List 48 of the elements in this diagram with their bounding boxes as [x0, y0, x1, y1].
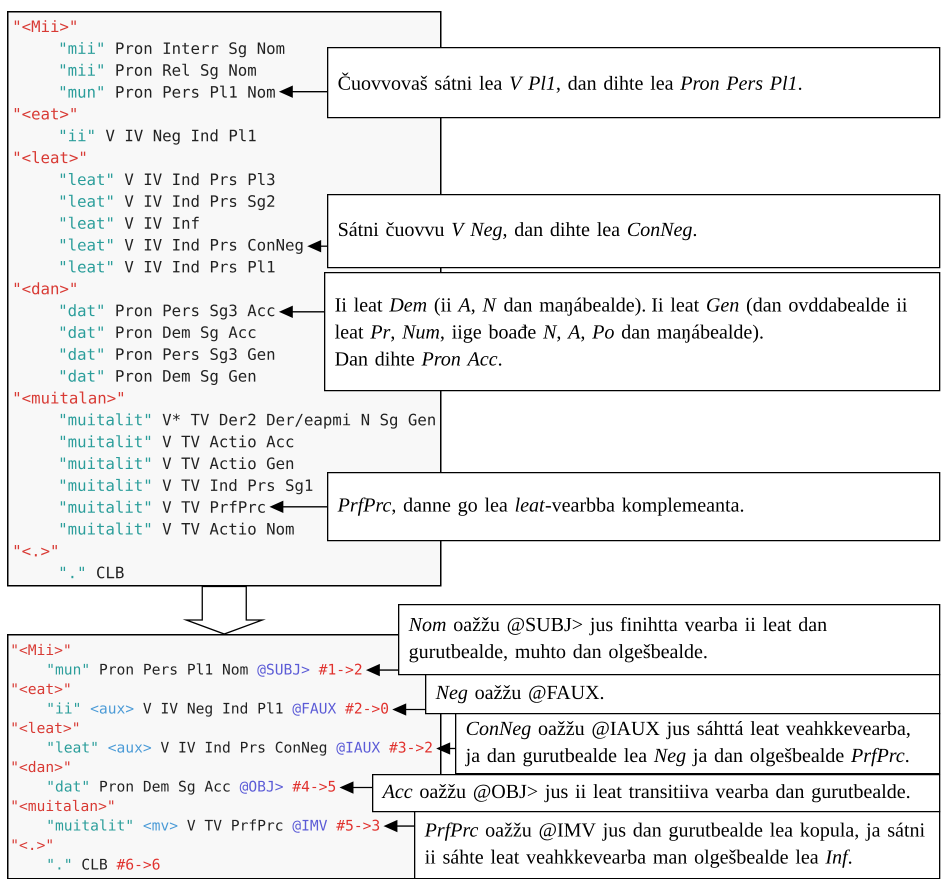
code-line: "<dan>" — [14, 282, 76, 294]
callout-box: Ii leat Dem (ii A, N dan maŋábealde). Ii leat Gen (dan ovddabealde ii leat Pr, Num, iige boađe N, A, Po dan maŋábealde). Dan dihte Pron Acc. — [324, 272, 940, 392]
code-line: "mii" Pron Interr Sg Nom — [60, 42, 284, 58]
code-line: "mun" Pron Pers Pl1 Nom — [60, 86, 275, 98]
code-line: "leat" V IV Ind Prs Pl3 — [60, 173, 274, 186]
code-line: "leat" V IV Ind Prs Sg2 — [60, 194, 274, 210]
code-line: "." CLB #6->6 — [48, 858, 160, 870]
code-line: "dat" Pron Pers Sg3 Gen — [60, 348, 274, 364]
code-line: "muitalit" V TV PrfPrc — [60, 500, 265, 513]
code-line: "muitalit" V* TV Der2 Der/eapmi N Sg Gen — [60, 413, 435, 429]
code-line: "<muitalan>" — [12, 800, 114, 812]
code-line: "leat" V IV Inf — [60, 216, 199, 229]
code-line: "<eat>" — [14, 108, 76, 120]
code-line: "muitalit" <mv> V TV PrfPrc @IMV #5->3 — [48, 819, 380, 833]
code-line: "<muitalan>" — [14, 392, 124, 404]
callout-box: Neg oažžu @FAUX. — [425, 674, 940, 714]
code-line: "<dan>" — [12, 760, 70, 772]
code-line: "muitalit" V TV Actio Gen — [60, 457, 294, 470]
code-line: "leat" V IV Ind Prs ConNeg — [60, 238, 302, 254]
callout-box: Čuovvovaš sátni lea V Pl1, dan dihte lea Pron Pers Pl1. — [327, 47, 940, 118]
callout-box: ConNeg oažžu @IAUX jus sáhttá leat veahkkevearba, ja dan gurutbealde lea Neg ja dan olgešbealde PrfPrc. — [455, 713, 940, 774]
code-line: "<.>" — [12, 839, 52, 850]
code-line: "mun" Pron Pers Pl1 Nom @SUBJ> #1->2 — [48, 663, 362, 677]
code-line: "dat" Pron Dem Sg Acc — [60, 326, 256, 342]
code-line: "ii" V IV Neg Ind Pl1 — [60, 129, 256, 145]
callout-box: Sátni čuovvu V Neg, dan dihte lea ConNeg. — [327, 194, 940, 268]
callout-box: PrfPrc oažžu @IMV jus dan gurutbealde lea kopula, ja sátni ii sáhte leat veahkkevearba man olgešbealde lea Inf. — [414, 811, 940, 879]
block-arrow — [182, 586, 266, 635]
code-line: "muitalit" V TV Actio Acc — [60, 435, 294, 448]
callout-box: Acc oažžu @OBJ> jus ii leat transitiiva vearba dan gurutbealde. — [372, 774, 940, 812]
callout-box: Nom oažžu @SUBJ> jus finihtta vearba ii leat dan gurutbealde, muhto dan olgešbealde. — [398, 604, 940, 676]
code-line: "<Mii>" — [14, 20, 76, 32]
code-line: "<leat>" — [14, 151, 86, 164]
code-line: "<leat>" — [12, 722, 78, 734]
code-line: "leat" <aux> V IV Ind Prs ConNeg @IAUX #3->2 — [48, 741, 432, 756]
code-line: "mii" Pron Rel Sg Nom — [60, 64, 256, 80]
code-line: "muitalit" V TV Ind Prs Sg1 — [60, 478, 312, 494]
code-line: "dat" Pron Pers Sg3 Acc — [60, 304, 274, 320]
code-line: "ii" <aux> V IV Neg Ind Pl1 @FAUX #2->0 — [48, 702, 388, 717]
code-line: "dat" Pron Dem Sg Acc @OBJ> #4->5 — [48, 780, 336, 795]
code-line: "<Mii>" — [12, 644, 70, 655]
code-line: "<.>" — [14, 544, 57, 556]
code-line: "dat" Pron Dem Sg Gen — [60, 370, 256, 385]
code-line: "leat" V IV Ind Prs Pl1 — [60, 260, 275, 273]
code-line: "." CLB — [60, 566, 124, 578]
callout-box: PrfPrc, danne go lea leat-vearbba komplemeanta. — [327, 472, 940, 542]
code-line: "muitalit" V TV Actio Nom — [60, 522, 294, 535]
code-line: "<eat>" — [12, 683, 70, 694]
